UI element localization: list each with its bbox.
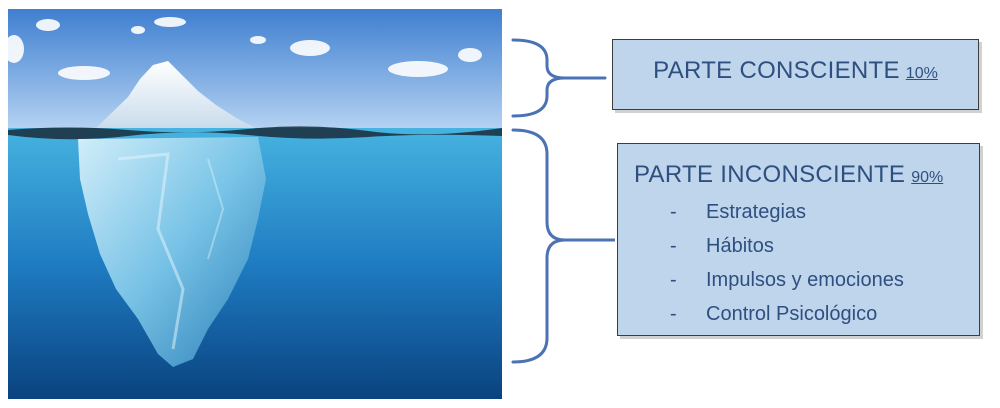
conscious-title: PARTE CONSCIENTE [653, 57, 900, 84]
iceberg-underwater [78, 137, 266, 367]
conscious-percent: 10% [905, 65, 938, 82]
iceberg-tip [96, 61, 256, 128]
bullet-dash: - [670, 303, 677, 325]
list-item: - Control Psicológico [634, 297, 979, 331]
brace-connectors [511, 38, 615, 364]
list-item-label: Estrategias [706, 201, 807, 223]
bullet-dash: - [670, 201, 677, 223]
list-item: - Hábitos [634, 229, 979, 263]
list-item-label: Hábitos [706, 235, 774, 257]
list-item-label: Impulsos y emociones [706, 269, 904, 291]
list-item: - Estrategias [634, 195, 979, 229]
list-item-label: Control Psicológico [706, 303, 878, 325]
unconscious-title: PARTE INCONSCIENTE [634, 161, 906, 188]
waterline [8, 126, 502, 140]
unconscious-box: PARTE INCONSCIENTE 90% - Estrategias - Hábi… [617, 143, 980, 336]
iceberg-photo [8, 9, 502, 399]
list-item: - Impulsos y emociones [634, 263, 979, 297]
bullet-dash: - [670, 235, 677, 257]
bullet-dash: - [670, 269, 677, 291]
unconscious-percent: 90% [911, 169, 944, 186]
clouds [8, 17, 482, 80]
conscious-box: PARTE CONSCIENTE 10% [612, 39, 979, 110]
unconscious-list: - Estrategias - Hábitos - Impulsos y emocio… [634, 195, 979, 331]
brace-conscious [511, 38, 607, 118]
brace-unconscious [511, 128, 615, 364]
